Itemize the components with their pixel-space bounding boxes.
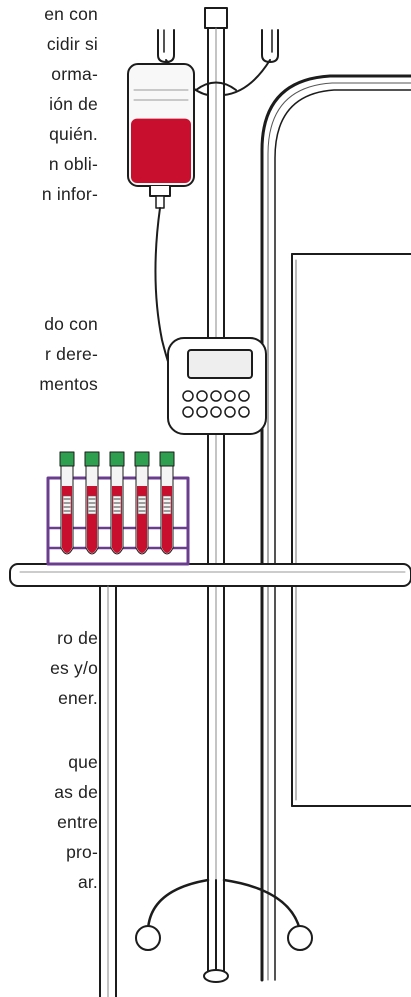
text-line: es y/o xyxy=(50,658,98,678)
text-line: orma- xyxy=(51,64,98,84)
text-line: ener. xyxy=(58,688,98,708)
infusion-pump xyxy=(167,337,267,435)
text-line: as de xyxy=(54,782,98,802)
text-line: n obli- xyxy=(48,154,98,174)
text-line: cidir si xyxy=(46,34,98,54)
test-tube xyxy=(84,451,100,555)
text-line: entre xyxy=(57,812,98,832)
text-line: ar. xyxy=(77,872,98,892)
text-line: que xyxy=(68,752,98,772)
tube-rack xyxy=(46,451,190,566)
text-line: ión de xyxy=(49,94,98,114)
text-line: en con xyxy=(44,4,98,24)
text-line: mentos xyxy=(39,374,98,394)
test-tube xyxy=(59,451,75,555)
iv-bag xyxy=(127,63,195,381)
text-line: r dere- xyxy=(45,344,98,364)
test-tube xyxy=(134,451,150,555)
test-tube xyxy=(109,451,125,555)
iv-pole xyxy=(135,7,313,983)
side-table xyxy=(9,563,411,997)
text-line: do con xyxy=(44,314,98,334)
test-tube xyxy=(159,451,175,555)
text-line: n infor- xyxy=(41,184,98,204)
text-line: ro de xyxy=(57,628,98,648)
bed-headboard xyxy=(260,74,411,982)
text-line: quién. xyxy=(49,124,98,144)
text-line: pro- xyxy=(66,842,98,862)
